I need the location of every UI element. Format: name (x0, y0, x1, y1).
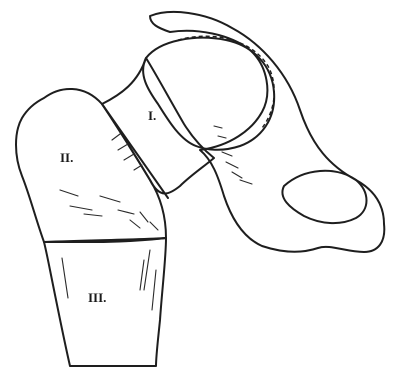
zone-1-region (102, 58, 214, 194)
line-neck-trochanter (102, 104, 168, 198)
zone-1-label: I. (148, 108, 156, 123)
shading-hatches (60, 126, 252, 310)
obturator-foramen (282, 171, 366, 223)
zone-2-region (16, 89, 166, 242)
femoral-head (143, 38, 274, 150)
zone-3-label: III. (88, 290, 106, 305)
zone-2-label: II. (60, 150, 73, 165)
pelvis-bone (150, 12, 384, 252)
